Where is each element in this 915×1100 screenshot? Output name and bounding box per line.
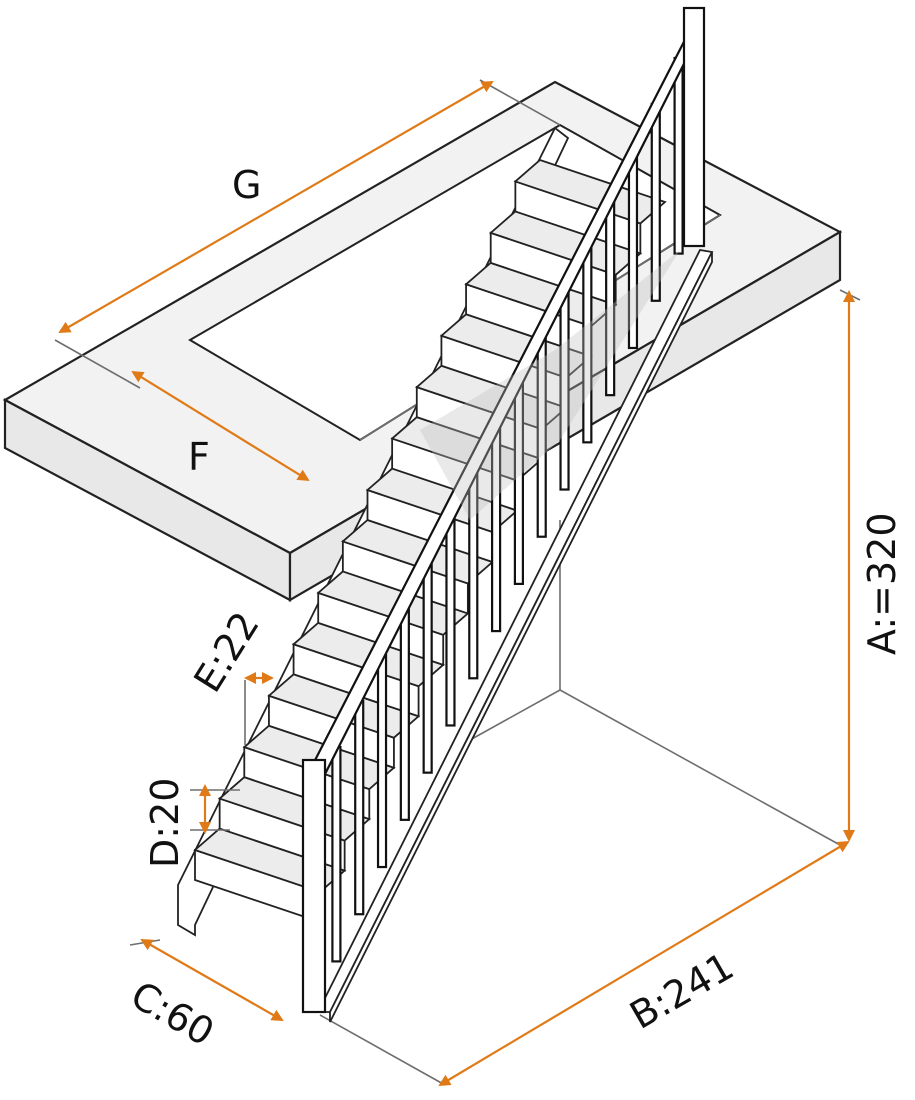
dimension-a: A:=320: [839, 289, 904, 842]
baluster: [445, 516, 456, 727]
baluster: [331, 745, 342, 963]
dimension-e: E:22: [185, 604, 274, 700]
label-b: B:241: [623, 944, 741, 1038]
label-f: F: [188, 435, 210, 479]
baluster: [673, 56, 684, 255]
dimension-f: F: [131, 370, 310, 482]
label-a: A:=320: [860, 513, 904, 656]
label-e: E:22: [185, 604, 267, 700]
label-d: D:20: [143, 778, 187, 868]
dimension-d: D:20: [143, 778, 240, 868]
baluster: [605, 194, 616, 397]
baluster: [354, 699, 365, 916]
label-g: G: [232, 163, 261, 207]
dimension-b: B:241: [438, 840, 850, 1087]
baluster: [422, 562, 433, 774]
bottom-newel-post: [301, 758, 327, 1014]
top-newel-post: [682, 6, 706, 248]
floor-guides: [244, 520, 841, 1086]
baluster: [399, 608, 410, 821]
label-c: C:60: [124, 973, 222, 1055]
dimension-g: G: [54, 79, 561, 389]
dimension-c: C:60: [124, 939, 284, 1055]
hidden-stair-part: [420, 250, 680, 520]
baluster: [376, 654, 388, 869]
balusters: [331, 56, 684, 963]
